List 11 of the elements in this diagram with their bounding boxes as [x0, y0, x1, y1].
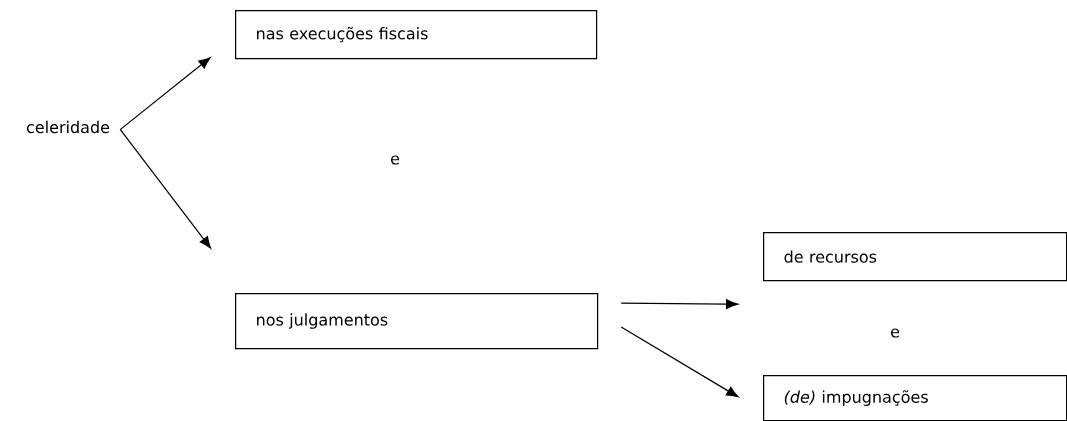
arrow [119, 128, 212, 249]
text-box: de recursos [763, 232, 1067, 282]
text-label: celeridade [26, 120, 110, 134]
conjunction-label: e [890, 328, 900, 338]
text-box: nas execuções fiscais [235, 10, 598, 60]
arrow [620, 326, 739, 398]
text-box: (de) impugnações [763, 375, 1067, 421]
conjunction-label: e [390, 155, 400, 165]
arrow [620, 299, 739, 310]
text-box: nos julgamentos [235, 293, 599, 350]
arrow [119, 57, 211, 131]
